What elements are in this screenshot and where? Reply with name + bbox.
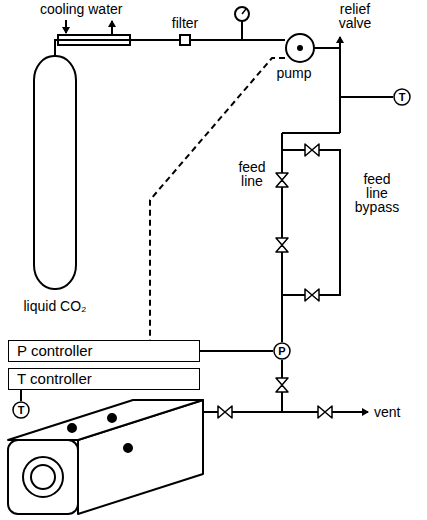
water-in-arrow [65,20,67,33]
filter-body [180,35,190,45]
gauge-stem [241,21,243,40]
gauge-circle [13,402,29,418]
cell-port [68,424,76,432]
control-signal-line [150,58,285,340]
pressure-cell [8,400,203,514]
bypass-line [282,150,340,295]
cylinder-label: liquid CO₂ [24,298,87,314]
gauge-letter: T [12,401,30,419]
pump-casing [286,34,314,62]
filter-outline [179,34,191,46]
water-out-arrow [111,21,113,35]
gauge-needle [242,9,246,14]
controller-label: T controller [17,369,191,388]
valve-symbol [305,144,319,156]
pump-outline [285,33,315,63]
valve-symbol [276,378,288,392]
cell-port [108,414,116,422]
pump-hub [297,45,303,51]
gauge-symbol [235,7,249,21]
controller-box: P controller [8,340,200,362]
pipe-line [55,40,179,55]
cell-window-inner [31,465,55,489]
signal-wire [200,350,273,352]
cooling-water-label: cooling water [40,2,123,16]
pipe-line [315,48,393,97]
valve-symbol [218,406,232,418]
gauge-letter: P [273,342,291,360]
pressure-gauge: P [273,342,291,360]
gauge-circle [274,343,290,359]
bypass-label: feed line bypass [352,172,402,214]
cell-top-face [8,400,203,440]
valve-symbol [318,406,332,418]
gas-cylinder: liquid CO₂ [33,55,77,290]
pipe-line [191,39,285,41]
pump-label: pump [276,66,311,80]
pump-symbol: pump [285,33,315,63]
relief-valve-label: relief valve [332,2,378,30]
controller-label: P controller [17,341,191,360]
temperature-gauge: T [12,401,30,419]
valve-symbol [305,289,319,301]
gauge-circle [394,89,410,105]
cell-port [124,444,132,452]
valve-symbol [276,173,288,187]
cell-front-face [8,440,78,514]
cell-window [23,457,63,497]
vent-label: vent [374,405,400,419]
filter-label: filter [172,16,198,30]
cylinder-body [34,56,76,289]
signal-wire [20,390,22,401]
outlet-line [282,132,340,134]
valve-symbol [276,238,288,252]
filter-box: filter [179,34,191,46]
controller-box: T controller [8,368,200,390]
gauge-letter: T [393,88,411,106]
cylinder-outline [33,55,77,290]
feed-line-label: feed line [232,160,272,188]
temperature-gauge: T [393,88,411,106]
